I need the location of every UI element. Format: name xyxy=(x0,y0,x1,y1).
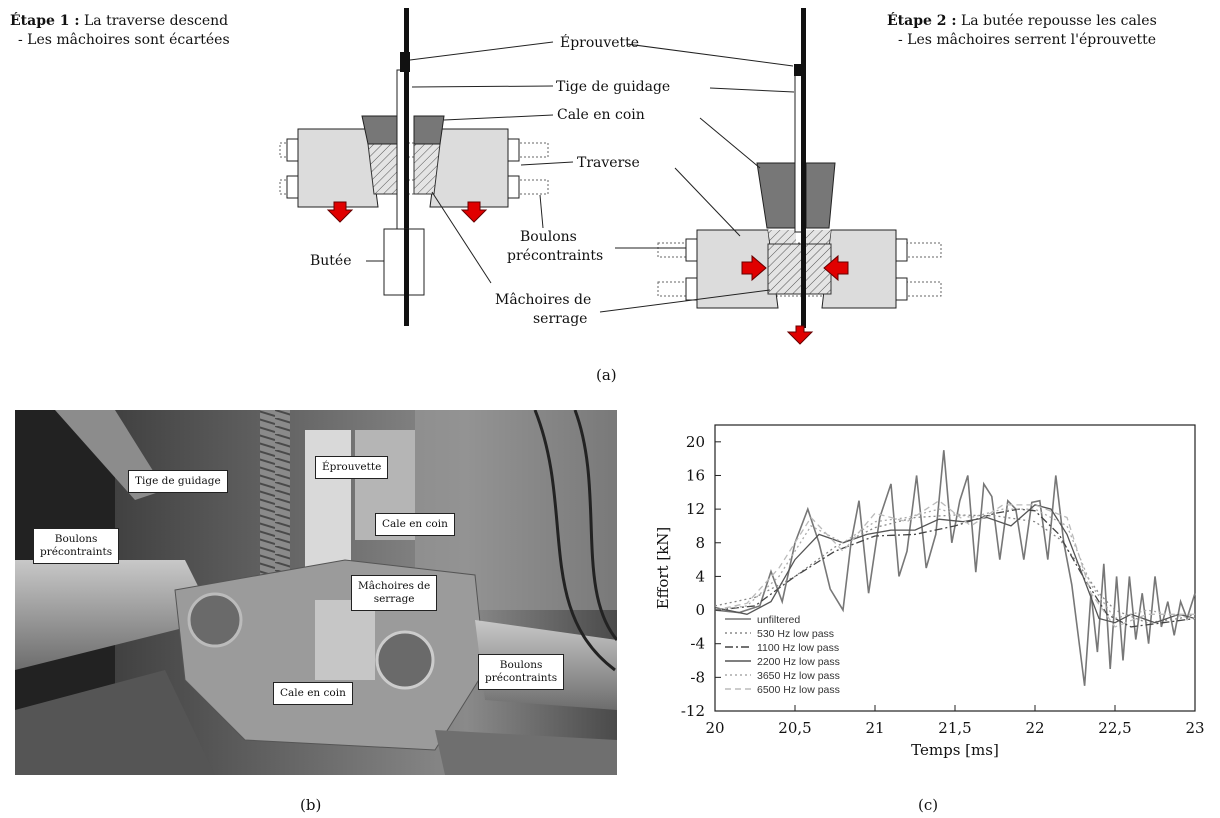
photo-tag-eprouvette: Éprouvette xyxy=(315,456,389,479)
red-arrow-down xyxy=(786,325,814,345)
x-tick-label: 20 xyxy=(705,719,724,737)
x-axis-label: Temps [ms] xyxy=(911,741,999,759)
series-line xyxy=(714,504,1196,624)
label-boulons: Boulons xyxy=(520,229,577,245)
leader-line xyxy=(626,43,794,67)
label-precontraints: précontraints xyxy=(507,248,604,264)
leader-line xyxy=(699,117,761,169)
traverse-left-block xyxy=(696,229,779,309)
specimen-head xyxy=(400,52,410,72)
leader-line xyxy=(431,191,492,284)
series-line xyxy=(714,508,1196,620)
bolt-head xyxy=(286,138,299,162)
mechanism-diagram xyxy=(279,8,942,345)
label-cale-en-coin: Cale en coin xyxy=(557,107,645,123)
red-arrow-left xyxy=(823,254,849,282)
specimen-head xyxy=(794,64,804,76)
leader-line xyxy=(409,41,554,61)
step2-subtext: - Les mâchoires serrent l'éprouvette xyxy=(898,32,1157,48)
caption-b: (b) xyxy=(300,796,322,814)
label-traverse: Traverse xyxy=(577,155,640,171)
leader-line xyxy=(443,114,554,121)
specimen-bar xyxy=(404,8,409,326)
label-eprouvette: Éprouvette xyxy=(560,35,640,51)
caption-c: (c) xyxy=(918,796,939,814)
red-arrow-down xyxy=(460,201,488,223)
wedge-right xyxy=(413,115,445,145)
x-tick-label: 22 xyxy=(1025,719,1044,737)
y-tick-label: 4 xyxy=(695,567,705,585)
y-tick-label: -8 xyxy=(690,668,705,686)
y-tick-label: 12 xyxy=(686,500,705,518)
leader-line xyxy=(674,167,741,237)
label-serrage: serrage xyxy=(533,311,588,327)
force-time-chart: 20 20,5 21 21,5 22 22,5 23 20 16 12 8 4 0 -4 -8 -12Temp… xyxy=(654,424,1205,759)
legend-label: unfiltered xyxy=(757,614,800,626)
series-line xyxy=(714,450,1196,686)
y-tick-label: 0 xyxy=(695,601,705,619)
leader-line xyxy=(709,87,795,93)
photo-tag-tige-de-guidage: Tige de guidage xyxy=(128,470,228,493)
photo-tag-cale-en-coin-bottom: Cale en coin xyxy=(273,682,353,705)
y-tick-label: -12 xyxy=(681,702,705,720)
legend-label: 6500 Hz low pass xyxy=(757,684,840,696)
bolt-head xyxy=(286,175,299,199)
step1-subtext: - Les mâchoires sont écartées xyxy=(18,32,230,48)
x-tick-label: 20,5 xyxy=(778,719,811,737)
red-arrow-down xyxy=(326,201,354,223)
bolt-head xyxy=(507,175,520,199)
leader-line xyxy=(411,85,554,88)
red-arrow-right xyxy=(741,254,767,282)
bolt-head xyxy=(685,277,698,301)
y-tick-label: -4 xyxy=(690,635,705,653)
wedge-left xyxy=(756,162,798,229)
bolt-head xyxy=(507,138,520,162)
bolt-head xyxy=(895,277,908,301)
leader-line xyxy=(599,289,771,313)
leader-line xyxy=(520,161,574,166)
bolt-upper-dashed xyxy=(657,242,942,258)
traverse-left-block xyxy=(297,128,379,208)
x-tick-label: 22,5 xyxy=(1098,719,1131,737)
legend-label: 1100 Hz low pass xyxy=(757,642,839,654)
caption-a: (a) xyxy=(596,366,617,384)
series-line xyxy=(714,499,1195,628)
label-tige-de-guidage: Tige de guidage xyxy=(556,79,671,95)
photo-tag-cale-en-coin-top: Cale en coin xyxy=(375,513,455,536)
x-tick-label: 23 xyxy=(1185,719,1204,737)
step1-heading: Étape 1 : La traverse descend xyxy=(10,13,229,29)
traverse-right-block xyxy=(429,128,509,208)
step2-heading: Étape 2 : La butée repousse les cales xyxy=(887,13,1157,29)
label-butee: Butée xyxy=(310,253,352,269)
step1-assembly xyxy=(279,8,574,326)
series-line xyxy=(714,514,1196,624)
y-tick-label: 20 xyxy=(686,433,705,451)
bolt-head xyxy=(685,238,698,262)
x-tick-label: 21,5 xyxy=(938,719,971,737)
jaws-closed xyxy=(767,243,832,295)
bolt-head xyxy=(895,238,908,262)
wedge-left xyxy=(361,115,399,145)
y-axis-label: Effort [kN] xyxy=(654,527,672,610)
y-tick-label: 16 xyxy=(686,466,705,484)
leader-line xyxy=(539,194,544,229)
label-machoires: Mâchoires de xyxy=(495,292,592,308)
wedge-right xyxy=(805,162,836,229)
legend-label: 2200 Hz low pass xyxy=(757,656,840,668)
specimen-bar xyxy=(801,8,806,328)
legend-label: 3650 Hz low pass xyxy=(757,670,840,682)
plot-frame xyxy=(714,424,1196,712)
x-tick-label: 21 xyxy=(865,719,884,737)
step2-assembly xyxy=(599,8,942,345)
y-tick-label: 8 xyxy=(695,534,705,552)
legend-label: 530 Hz low pass xyxy=(757,628,834,640)
